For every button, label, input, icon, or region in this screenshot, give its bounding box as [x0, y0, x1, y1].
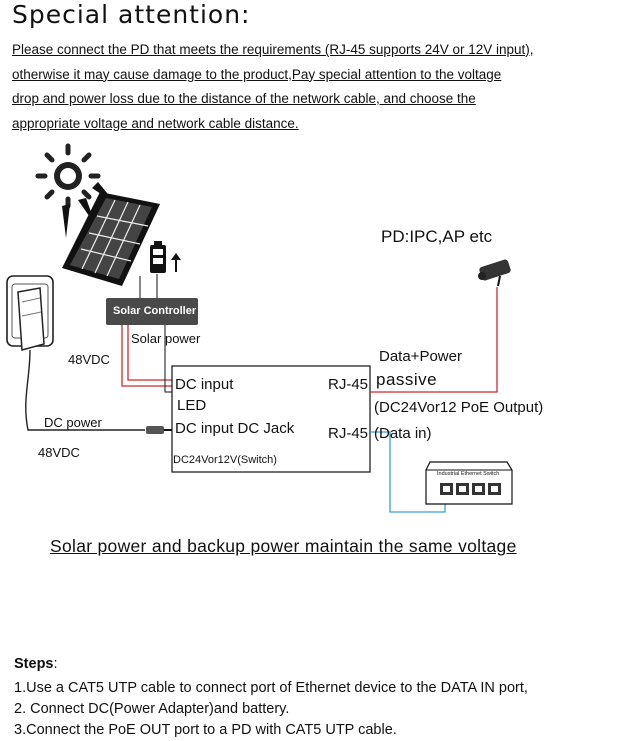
step-item: 3.Connect the PoE OUT port to a PD with … — [14, 722, 397, 738]
dc-input-label: DC input — [175, 376, 234, 393]
power-wire — [121, 325, 173, 387]
data-in-label: (Data in) — [374, 425, 432, 442]
steps-heading-text: Steps — [14, 656, 54, 672]
dc-power-label: DC power — [44, 415, 102, 430]
sun-icon — [35, 143, 101, 209]
solar-panel-icon — [62, 192, 160, 286]
dc-input-jack-label: DC input DC Jack — [175, 420, 295, 437]
dc-jack-plug-icon — [146, 426, 173, 434]
notice-text: Please connect the PD that meets the req… — [12, 38, 612, 136]
step-item: 2. Connect DC(Power Adapter)and battery. — [14, 701, 290, 717]
battery-icon — [150, 241, 181, 273]
diagram-caption: Solar power and backup power maintain th… — [50, 536, 517, 556]
data-power-label: Data+Power — [379, 348, 462, 365]
ethernet-switch-label: Industrial Ethernet Switch — [437, 471, 500, 477]
camera-icon — [478, 259, 511, 287]
notice-line: drop and power loss due to the distance … — [12, 91, 476, 106]
steps-list: 1.Use a CAT5 UTP cable to connect port o… — [14, 678, 528, 741]
solar-controller-label: Solar Controller — [113, 305, 197, 317]
ethernet-switch-icon — [425, 461, 513, 505]
poe-output-label: (DC24Vor12 PoE Output) — [374, 399, 544, 416]
notice-line: otherwise it may cause damage to the pro… — [12, 66, 502, 82]
notice-line: Please connect the PD that meets the req… — [12, 42, 534, 57]
adapter-voltage-bottom: 48VDC — [38, 445, 80, 460]
controller-lead — [164, 325, 173, 393]
solar-power-label: Solar power — [131, 331, 201, 346]
rj45-top-label: RJ-45 — [328, 376, 369, 393]
rj45-bottom-label: RJ-45 — [328, 425, 369, 442]
poe-output-wire — [370, 287, 498, 393]
steps-heading: Steps: — [14, 656, 58, 672]
step-item: 1.Use a CAT5 UTP cable to connect port o… — [14, 680, 528, 696]
pd-label: PD:IPC,AP etc — [381, 227, 493, 246]
page-title: Special attention: — [12, 0, 251, 29]
power-adapter-icon — [6, 275, 145, 431]
solar-controller-box — [106, 298, 198, 325]
data-cable — [370, 431, 446, 513]
poe-module-box — [171, 365, 371, 473]
steps-colon: : — [53, 656, 58, 672]
led-label: LED — [177, 397, 207, 414]
passive-label: passive — [376, 370, 438, 389]
adapter-voltage-top: 48VDC — [68, 352, 110, 367]
switch-voltage-label: DC24Vor12V(Switch) — [173, 454, 277, 466]
notice-line: appropriate voltage and network cable di… — [12, 115, 299, 131]
